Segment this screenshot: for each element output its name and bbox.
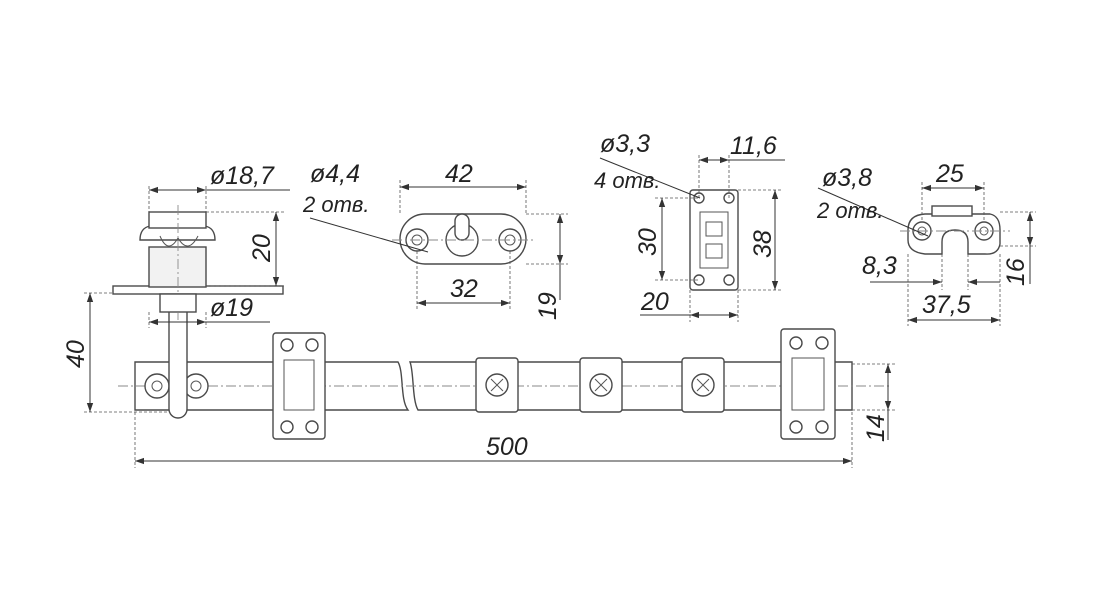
label-guide-hole-count: 2 отв. <box>302 192 370 217</box>
label-plate-hole-diameter: ø3,3 <box>600 130 650 158</box>
label-rod-offset: 40 <box>62 340 90 368</box>
label-base-diameter: ø19 <box>210 294 253 322</box>
label-plate-slot-width: 11,6 <box>730 132 777 160</box>
guide-block-1 <box>475 357 519 413</box>
rod-guide <box>392 213 535 265</box>
guide-block-2 <box>579 357 623 413</box>
label-strike-length: 37,5 <box>922 291 971 319</box>
dimension-labels: ø18,7 20 ø19 40 500 14 ø4,4 2 отв. 42 32… <box>62 130 1030 461</box>
dimension-lines <box>84 155 1036 468</box>
label-knob-diameter: ø18,7 <box>210 162 275 190</box>
label-plate-height: 38 <box>749 230 777 258</box>
label-strike-hole-diameter: ø3,8 <box>822 164 872 192</box>
label-plate-hole-count: 4 отв. <box>594 168 661 193</box>
label-plate-hole-spacing: 30 <box>634 228 662 256</box>
label-knob-height: 20 <box>248 234 276 263</box>
label-plate-width: 20 <box>640 288 669 316</box>
mounting-plate-left <box>272 332 326 440</box>
guide-block-3 <box>681 357 725 413</box>
mounting-plate-right <box>780 328 836 440</box>
main-rod-assembly <box>118 295 890 440</box>
label-guide-hole-diameter: ø4,4 <box>310 160 360 188</box>
label-guide-height: 19 <box>534 292 562 320</box>
label-strike-height: 16 <box>1002 258 1030 286</box>
label-guide-length: 42 <box>445 160 473 188</box>
knob <box>112 205 284 320</box>
label-guide-hole-spacing: 32 <box>450 275 478 303</box>
label-overall-length: 500 <box>486 433 528 461</box>
lock-plate <box>689 189 739 291</box>
label-strike-slot: 8,3 <box>862 252 897 280</box>
label-strike-width: 25 <box>935 160 964 188</box>
strike <box>900 205 1010 255</box>
label-rod-width: 14 <box>862 414 890 442</box>
label-strike-hole-count: 2 отв. <box>816 198 884 223</box>
